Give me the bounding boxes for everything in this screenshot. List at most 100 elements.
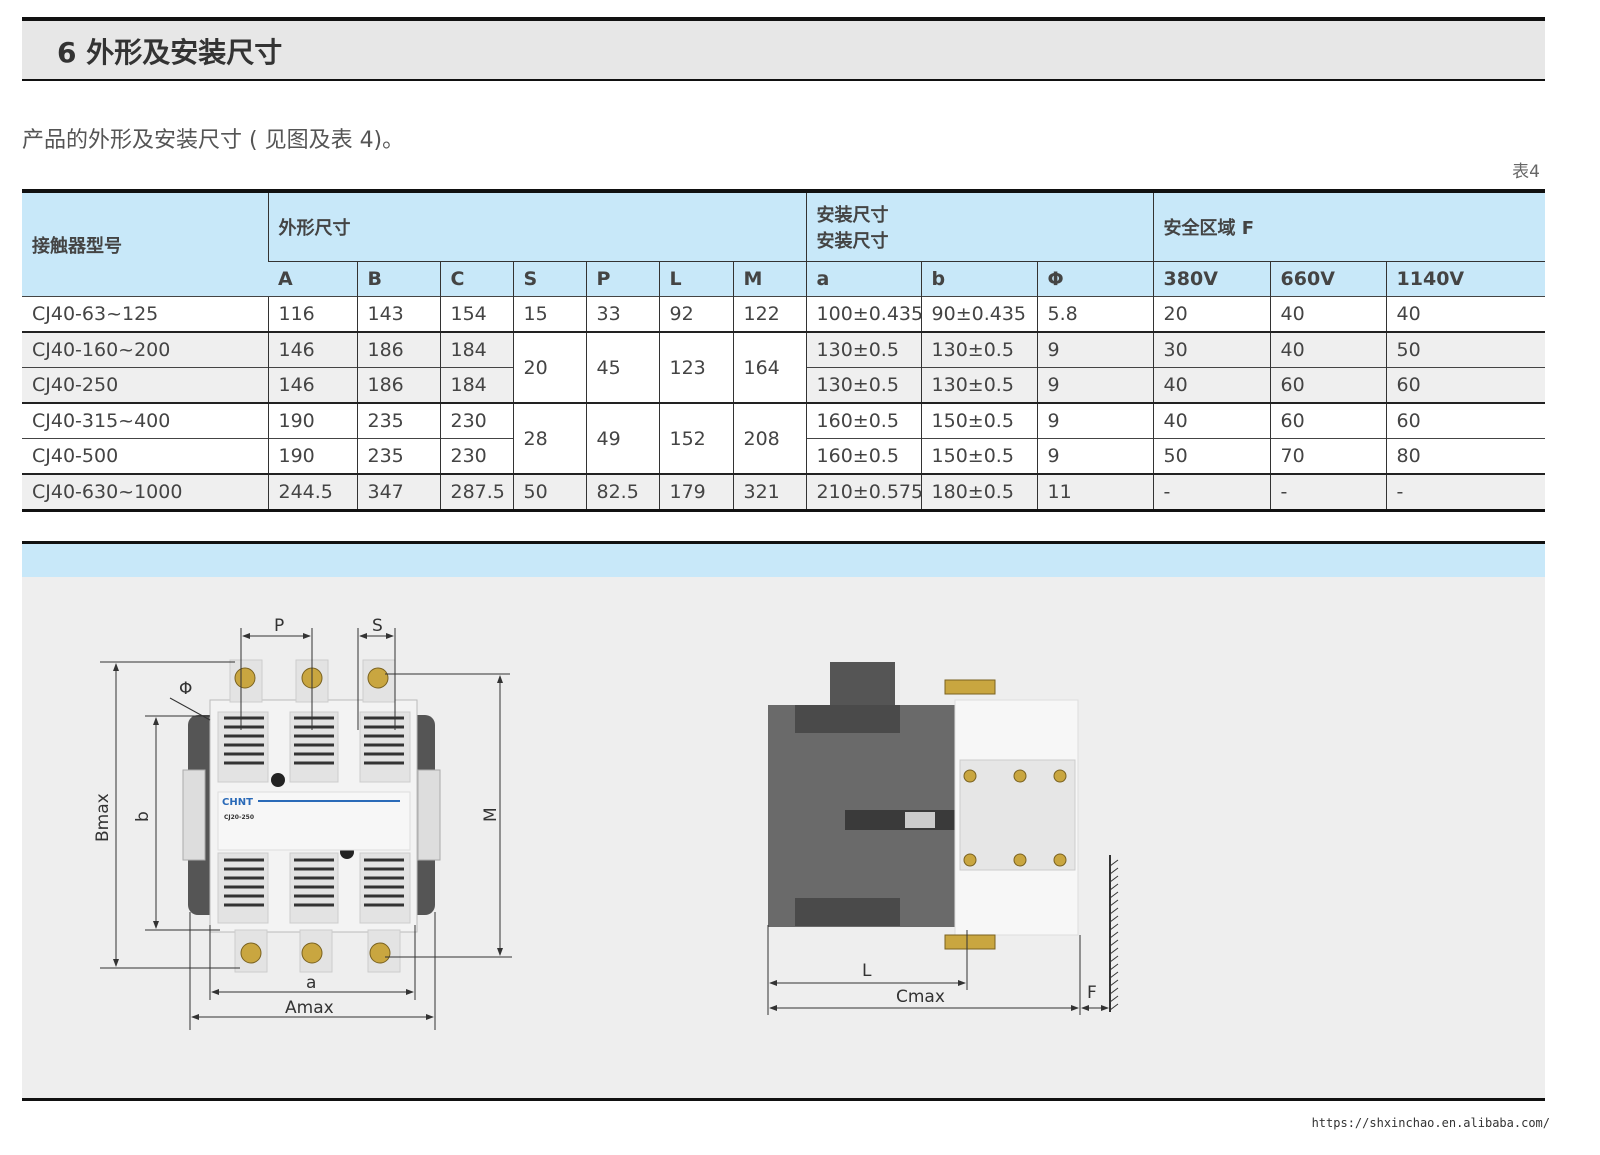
cell-phi: 11 — [1036, 473, 1154, 511]
label-L: L — [862, 961, 872, 981]
subheader-8: b — [920, 261, 1038, 297]
wall-hatch — [1109, 875, 1119, 883]
cell-A: 190 — [267, 438, 357, 474]
cell-L: 123 — [658, 331, 733, 403]
label-Amax: Amax — [285, 998, 334, 1018]
wall-hatch — [1109, 931, 1119, 939]
cell-A: 146 — [267, 331, 357, 368]
cell-C: 230 — [439, 438, 513, 474]
diagram-header-band — [22, 544, 1545, 577]
cell-b: 130±0.5 — [920, 331, 1038, 368]
cell-phi: 9 — [1036, 438, 1154, 474]
cell-b: 90±0.435 — [920, 296, 1038, 332]
subheader-0: A — [268, 261, 357, 297]
subheader-1: B — [356, 261, 440, 297]
cell-P: 49 — [585, 402, 659, 474]
header-outline: 外形尺寸 — [267, 191, 807, 262]
label-M: M — [481, 807, 501, 822]
side-view-drawing: L Cmax F — [767, 662, 1119, 1015]
cell-M: 164 — [732, 331, 807, 403]
cell-C: 184 — [439, 367, 513, 403]
cell-model: CJ40-630~1000 — [22, 473, 268, 511]
cell-a: 160±0.5 — [805, 402, 922, 439]
header-mount: 安装尺寸安装尺寸 — [805, 191, 1154, 262]
cell-S: 15 — [512, 296, 586, 332]
cell-A: 116 — [267, 296, 357, 332]
wall-hatch — [1109, 867, 1119, 875]
label-Cmax: Cmax — [896, 987, 945, 1007]
cell-b: 150±0.5 — [920, 438, 1038, 474]
label-b: b — [133, 811, 153, 822]
cell-v660: - — [1269, 473, 1387, 511]
cell-v660: 60 — [1269, 367, 1387, 403]
intro-text: 产品的外形及安装尺寸 ( 见图及表 4)。 — [22, 128, 405, 153]
cell-v1140: 80 — [1385, 438, 1546, 474]
cell-C: 287.5 — [439, 473, 513, 511]
cell-M: 122 — [732, 296, 807, 332]
cell-b: 180±0.5 — [920, 473, 1038, 511]
subheader-6: M — [732, 261, 807, 297]
cell-a: 130±0.5 — [805, 331, 922, 368]
section-title: 6 外形及安装尺寸 — [57, 36, 283, 69]
section-title-bar: 6 外形及安装尺寸 — [22, 17, 1545, 81]
table-number: 表4 — [1512, 162, 1540, 182]
label-Bmax: Bmax — [93, 793, 113, 842]
subheader-12: 1140V — [1385, 261, 1546, 297]
cell-M: 208 — [732, 402, 807, 474]
cell-A: 146 — [267, 367, 357, 403]
cell-v1140: 60 — [1385, 402, 1546, 439]
cell-model: CJ40-63~125 — [22, 296, 268, 332]
cell-b: 130±0.5 — [920, 367, 1038, 403]
subheader-5: L — [658, 261, 733, 297]
wall-hatch — [1109, 971, 1119, 979]
cell-model: CJ40-500 — [22, 438, 268, 474]
footer-url: https://shxinchao.en.alibaba.com/ — [1311, 1116, 1550, 1130]
wall-hatch — [1109, 899, 1119, 907]
cell-B: 235 — [356, 438, 440, 474]
wall-hatch — [1109, 915, 1119, 923]
wall-hatch — [1109, 947, 1119, 955]
model-label: CJ20-250 — [224, 814, 254, 821]
header-model: 接触器型号 — [22, 191, 268, 297]
label-F: F — [1087, 983, 1097, 1003]
cell-L: 92 — [658, 296, 733, 332]
cell-L: 179 — [658, 473, 733, 511]
terminal-screws — [234, 667, 391, 964]
wall-hatch — [1109, 883, 1119, 891]
cell-C: 230 — [439, 402, 513, 439]
cell-v380: 20 — [1152, 296, 1271, 332]
wall-hatch — [1109, 955, 1119, 963]
cell-phi: 9 — [1036, 402, 1154, 439]
cell-B: 186 — [356, 367, 440, 403]
wall-hatch — [1109, 963, 1119, 971]
cell-a: 100±0.435 — [805, 296, 923, 332]
wall-hatch — [1109, 979, 1119, 987]
cell-S: 50 — [512, 473, 586, 511]
cell-B: 347 — [356, 473, 440, 511]
brand-logo: CHNT — [222, 797, 253, 808]
cell-B: 186 — [356, 331, 440, 368]
subheader-10: 380V — [1152, 261, 1271, 297]
subheader-9: Φ — [1036, 261, 1154, 297]
cell-v380: 50 — [1152, 438, 1271, 474]
cell-C: 184 — [439, 331, 513, 368]
cell-P: 82.5 — [585, 473, 659, 511]
cell-v380: 30 — [1152, 331, 1271, 368]
label-S: S — [372, 616, 383, 636]
cell-phi: 9 — [1036, 367, 1154, 403]
cell-v660: 40 — [1269, 296, 1387, 332]
diagram-divider — [22, 541, 1545, 544]
header-safety: 安全区域 F — [1152, 191, 1546, 262]
cell-v1140: 50 — [1385, 331, 1546, 368]
cell-model: CJ40-250 — [22, 367, 268, 403]
cell-a: 130±0.5 — [805, 367, 922, 403]
cell-phi: 5.8 — [1036, 296, 1154, 332]
cell-v1140: 40 — [1385, 296, 1546, 332]
wall-hatch — [1109, 1003, 1119, 1011]
